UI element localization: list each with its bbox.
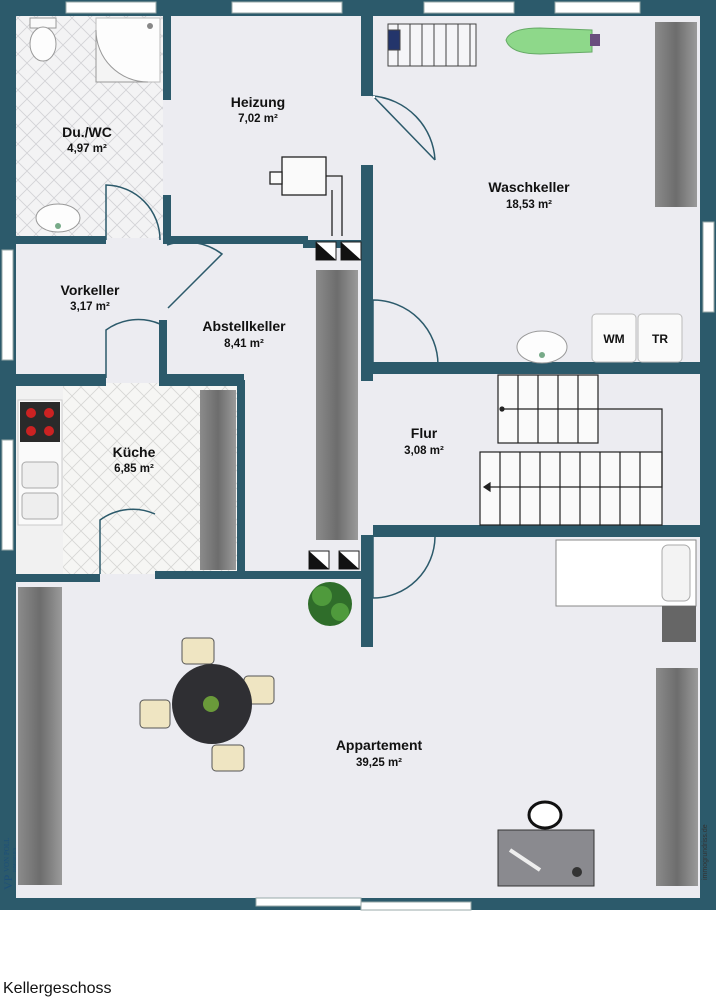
room-label-appartement: Appartement 39,25 m² [336,737,423,769]
ironing-board [505,27,600,55]
drying-rack [387,23,477,67]
svg-text:4,97 m²: 4,97 m² [67,143,107,155]
svg-text:3,17 m²: 3,17 m² [70,301,110,313]
svg-text:Heizung: Heizung [231,94,285,110]
svg-text:Waschkeller: Waschkeller [488,179,570,195]
floor-plan: WM TR [0,0,716,911]
svg-text:Flur: Flur [411,425,438,441]
room-label-kueche: Küche 6,85 m² [113,444,156,475]
kitchen-counter [17,399,63,526]
washer-label: WM [603,332,624,346]
svg-text:7,02 m²: 7,02 m² [238,113,278,125]
door-gaps [373,96,375,98]
svg-text:Vorkeller: Vorkeller [61,282,120,298]
room-label-vorkeller: Vorkeller 3,17 m² [61,282,120,313]
svg-text:Du./WC: Du./WC [62,124,112,140]
svg-text:18,53 m²: 18,53 m² [506,199,552,211]
toilet [29,17,57,62]
room-label-abstellkeller: Abstellkeller 8,41 m² [202,318,286,350]
room-label-flur: Flur 3,08 m² [404,425,444,457]
floor-caption: Kellergeschoss [3,980,112,997]
desk [497,800,595,887]
svg-text:39,25 m²: 39,25 m² [356,757,402,769]
logo: VP VON POLL IMMOBILIEN [1,838,17,890]
washer-dryer [591,313,683,363]
staircase [479,374,663,526]
washbasin-laundry [516,330,568,364]
dryer-label: TR [652,332,668,346]
shafts [308,241,362,570]
room-label-waschkeller: Waschkeller 18,53 m² [488,179,570,211]
svg-text:Küche: Küche [113,444,156,460]
plant [308,582,352,626]
svg-text:VON POLL: VON POLL [3,838,11,872]
svg-text:3,08 m²: 3,08 m² [404,445,444,457]
svg-text:Abstellkeller: Abstellkeller [202,318,286,334]
room-label-heizung: Heizung 7,02 m² [231,94,285,125]
svg-text:6,85 m²: 6,85 m² [114,463,154,475]
svg-text:VP: VP [1,874,15,890]
watermark: immogrundriss.de [702,824,709,880]
doors [99,95,439,599]
shelves [18,22,698,886]
room-label-duwc: Du./WC 4,97 m² [62,124,112,155]
shower [95,17,161,83]
boiler [269,156,343,236]
bed [555,539,697,642]
dining-table [139,637,275,772]
svg-text:IMMOBILIEN: IMMOBILIEN [12,847,17,872]
svg-text:8,41 m²: 8,41 m² [224,338,264,350]
washbasin-wc [35,203,81,233]
windows [1,1,715,911]
svg-text:Appartement: Appartement [336,737,423,753]
